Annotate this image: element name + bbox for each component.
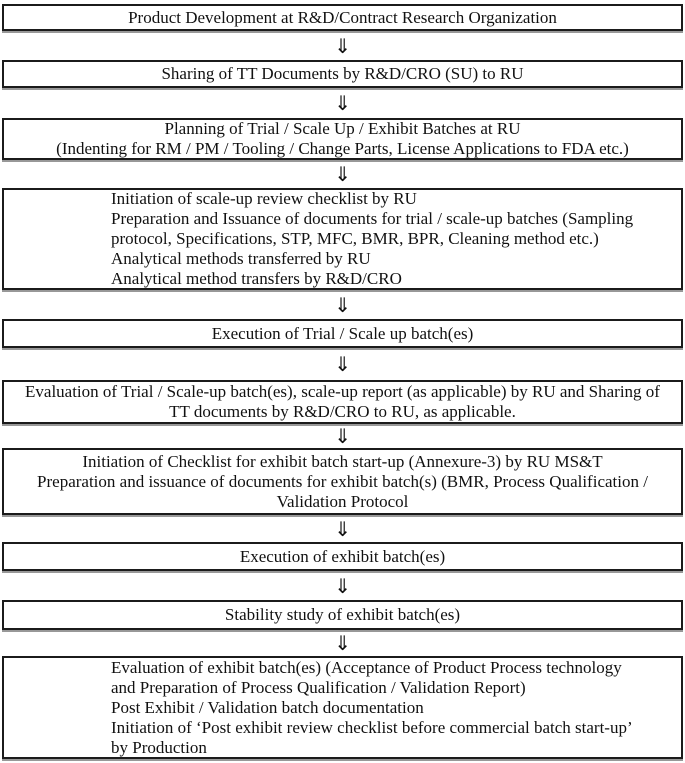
flow-connector-2: ⇓ [2, 88, 683, 118]
flow-connector-9: ⇓ [2, 630, 683, 656]
down-arrow-icon: ⇓ [334, 424, 351, 448]
box-exhibit-checklist-documents: Initiation of Checklist for exhibit batc… [2, 448, 683, 515]
box-stability-study-text: Stability study of exhibit batch(es) [224, 605, 461, 624]
flow-connector-4: ⇓ [2, 290, 683, 319]
down-arrow-icon: ⇓ [334, 631, 351, 655]
box-product-development: Product Development at R&D/Contract Rese… [2, 4, 683, 31]
box-tt-document-sharing: Sharing of TT Documents by R&D/CRO (SU) … [2, 60, 683, 88]
flow-connector-6: ⇓ [2, 424, 683, 448]
box-execution-exhibit-batches-text: Execution of exhibit batch(es) [239, 546, 446, 566]
flow-connector-7: ⇓ [2, 515, 683, 542]
flow-connector-8: ⇓ [2, 571, 683, 600]
down-arrow-icon: ⇓ [334, 162, 351, 186]
box-scaleup-checklist-documents-text: Initiation of scale-up review checklist … [111, 189, 634, 288]
flow-connector-3: ⇓ [2, 160, 683, 188]
box-execution-trial-batches-text: Execution of Trial / Scale up batch(es) [211, 323, 474, 343]
flow-connector-5: ⇓ [2, 348, 683, 380]
down-arrow-icon: ⇓ [334, 33, 351, 58]
box-evaluation-exhibit-batches-text: Evaluation of exhibit batch(es) (Accepta… [111, 657, 633, 757]
box-evaluation-trial-batches: Evaluation of Trial / Scale-up batch(es)… [2, 380, 683, 424]
box-scaleup-checklist-documents: Initiation of scale-up review checklist … [2, 188, 683, 290]
down-arrow-icon: ⇓ [334, 91, 351, 115]
box-execution-exhibit-batches: Execution of exhibit batch(es) [2, 542, 683, 571]
box-evaluation-trial-batches-text: Evaluation of Trial / Scale-up batch(es)… [25, 382, 660, 421]
flow-connector-1: ⇓ [2, 31, 683, 60]
down-arrow-icon: ⇓ [334, 573, 351, 598]
down-arrow-icon: ⇓ [334, 352, 351, 376]
box-exhibit-checklist-documents-text: Initiation of Checklist for exhibit batc… [37, 451, 648, 511]
down-arrow-icon: ⇓ [334, 516, 351, 541]
box-product-development-text: Product Development at R&D/Contract Rese… [128, 7, 557, 27]
box-planning-batches-text: Planning of Trial / Scale Up / Exhibit B… [56, 119, 629, 158]
box-execution-trial-batches: Execution of Trial / Scale up batch(es) [2, 319, 683, 348]
down-arrow-icon: ⇓ [334, 292, 351, 317]
box-tt-document-sharing-text: Sharing of TT Documents by R&D/CRO (SU) … [161, 64, 524, 83]
box-planning-batches: Planning of Trial / Scale Up / Exhibit B… [2, 118, 683, 160]
box-stability-study: Stability study of exhibit batch(es) [2, 600, 683, 630]
box-evaluation-exhibit-batches: Evaluation of exhibit batch(es) (Accepta… [2, 656, 683, 759]
